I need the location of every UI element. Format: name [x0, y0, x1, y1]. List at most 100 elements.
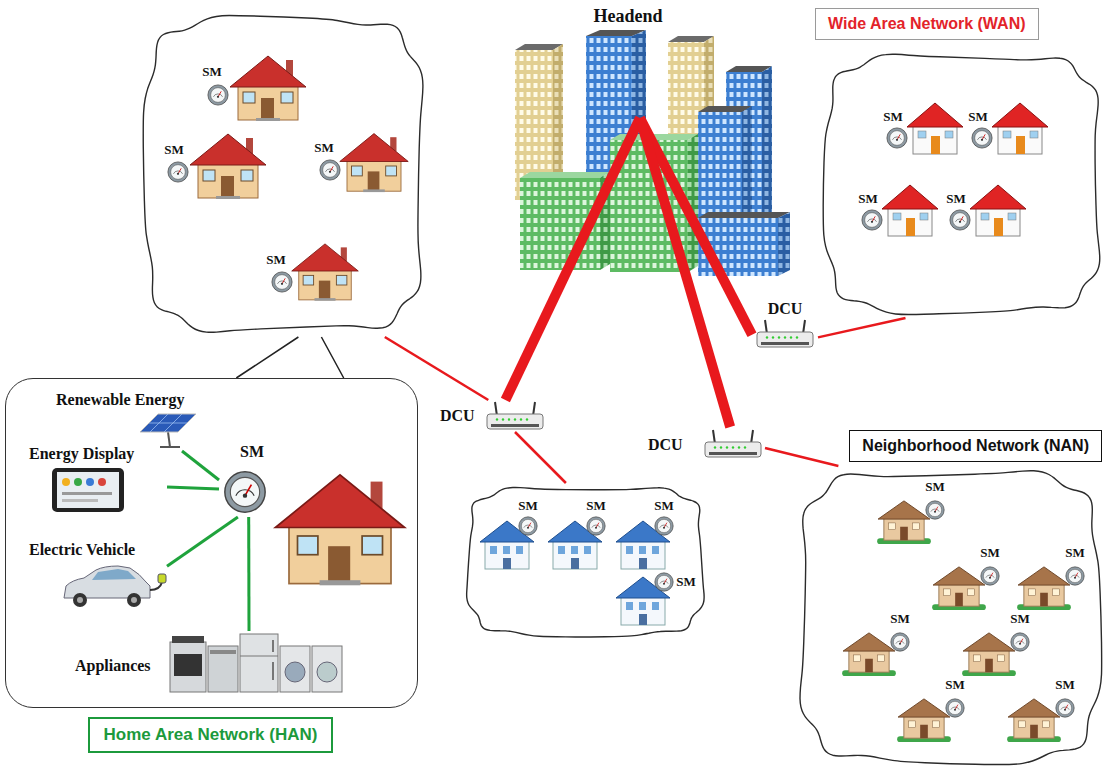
house-icon	[275, 475, 404, 586]
meter-label: SM	[314, 141, 334, 156]
appliances-icon	[210, 650, 236, 654]
appliances-icon	[317, 662, 337, 682]
cloud-outline	[795, 466, 1105, 768]
meter-label: SM	[240, 443, 264, 461]
energy-display-icon	[86, 478, 94, 486]
solar-panel	[140, 414, 196, 447]
network-label: Wide Area Network (WAN)	[815, 8, 1039, 40]
node-label: Headend	[594, 6, 663, 27]
network-link	[247, 517, 250, 631]
headend-buildings	[778, 212, 790, 276]
appliances-icon	[170, 642, 206, 692]
appliances-icon	[172, 636, 204, 643]
meter-label: SM	[266, 253, 286, 268]
solar-panel	[168, 432, 170, 447]
meter-label: SM	[586, 499, 606, 514]
meter-icon	[887, 128, 907, 148]
meter-icon	[655, 517, 673, 535]
dcu-node: DCU	[438, 400, 545, 432]
electric-vehicle-icon	[77, 597, 83, 603]
network-link	[640, 118, 730, 427]
dcu-node: DCU	[752, 300, 818, 368]
meter-icon	[1011, 633, 1029, 651]
house-icon	[882, 185, 938, 236]
node-label: Neighborhood Network (NAN)	[862, 437, 1089, 455]
meter-icon	[981, 567, 999, 585]
meter-icon	[225, 472, 265, 512]
appliances-icon	[174, 654, 202, 676]
house-icon	[1017, 567, 1071, 610]
appliances-icon	[272, 662, 274, 680]
appliances-icon	[208, 646, 238, 692]
solar-panel	[164, 414, 182, 432]
energy-display-icon	[52, 468, 124, 512]
meter-cloud: SMSMSMSMSMSMSM	[795, 466, 1105, 768]
network-link	[167, 517, 238, 566]
cloud-outline	[823, 54, 1100, 314]
appliances-icon	[272, 640, 274, 652]
meter-icon	[320, 160, 340, 180]
house-icon	[292, 244, 359, 301]
cloud-outline	[140, 12, 428, 337]
appliances-icon	[240, 656, 278, 657]
network-link	[505, 118, 640, 400]
meter-label: SM	[883, 110, 903, 125]
solar-panel	[149, 423, 187, 424]
meter-label: SM	[654, 499, 674, 514]
electric-vehicle-icon	[127, 593, 141, 607]
smart-meter-hub: SM	[219, 443, 273, 517]
meter-label: SM	[946, 192, 966, 207]
house-icon	[340, 134, 408, 193]
electric-vehicle-icon	[73, 593, 87, 607]
headend-node: Headend	[565, 6, 715, 118]
node-label: DCU	[648, 436, 683, 454]
meter-icon	[272, 272, 292, 292]
appliances-icon	[280, 646, 310, 692]
energy-display-icon	[62, 499, 98, 502]
han-device: Appliances	[73, 631, 343, 699]
meter-label: SM	[1010, 612, 1030, 627]
house-group	[190, 56, 1071, 742]
meter-label: SM	[1065, 546, 1085, 561]
meter-label: SM	[164, 143, 184, 158]
energy-display-icon	[98, 478, 106, 486]
cloud-outline	[467, 487, 704, 636]
meter-icon	[1066, 567, 1084, 585]
house-icon	[970, 185, 1026, 236]
electric-vehicle-icon	[64, 566, 166, 607]
network-link	[515, 432, 566, 483]
meter-icon	[1056, 699, 1074, 717]
appliances-icon	[312, 646, 342, 692]
node-label: Renewable Energy	[56, 391, 184, 409]
energy-display-icon	[62, 478, 70, 486]
electric-vehicle-icon	[64, 566, 150, 598]
cloud-outline	[143, 16, 423, 333]
home-area-inset: Home Area Network (HAN)Renewable EnergyS…	[5, 378, 418, 708]
meter-label: SM	[676, 575, 696, 590]
meter-cloud: SM SM SM SM	[140, 12, 428, 337]
meter-label: SM	[1055, 678, 1075, 693]
network-link	[182, 451, 219, 480]
han-device: Energy Display	[27, 445, 167, 515]
headend-buildings	[520, 172, 610, 178]
router-icon	[705, 430, 761, 457]
energy-display-icon	[74, 478, 82, 486]
house-icon	[1007, 699, 1061, 742]
network-link	[385, 337, 489, 400]
house-icon	[230, 56, 306, 121]
house-icon	[932, 567, 986, 610]
cloud-outline	[800, 471, 1102, 765]
meter-icon	[208, 85, 228, 105]
meter-label: SM	[890, 612, 910, 627]
house-icon	[190, 134, 266, 199]
solar-panel	[140, 414, 196, 432]
meter-icon	[655, 573, 673, 591]
meter-label: SM	[925, 480, 945, 495]
solar-panel	[150, 414, 168, 432]
meter-label: SM	[968, 110, 988, 125]
node-label: Appliances	[75, 657, 151, 675]
meter-cloud: SMSMSMSM	[463, 483, 708, 640]
meter-label: SM	[202, 65, 222, 80]
